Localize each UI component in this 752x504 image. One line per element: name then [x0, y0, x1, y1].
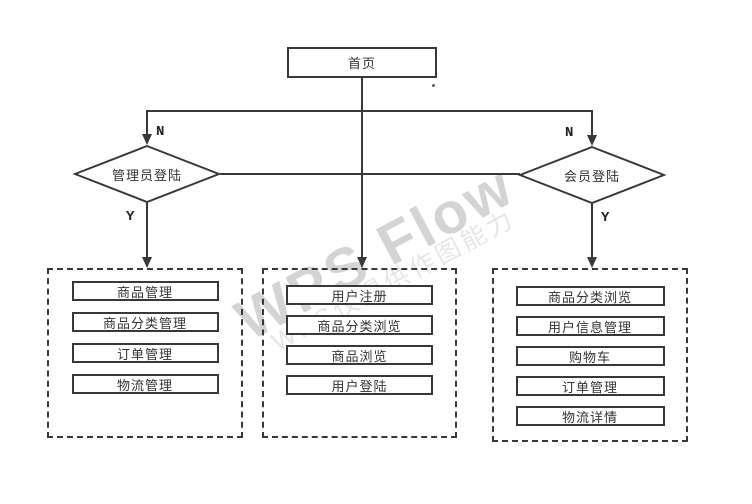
- group-member-functions[interactable]: 商品分类浏览 用户信息管理 购物车 订单管理 物流详情: [492, 268, 688, 442]
- connector-drop-right-diamond: [591, 110, 593, 137]
- branch-label-yes-left: Y: [126, 209, 135, 225]
- node-user-info-management[interactable]: 用户信息管理: [515, 316, 665, 336]
- node-order-management[interactable]: 订单管理: [71, 343, 219, 363]
- node-order-management-member[interactable]: 订单管理: [515, 376, 665, 396]
- decision-admin-login[interactable]: 管理员登陆: [73, 145, 221, 203]
- arrowhead-into-member-group: [587, 257, 597, 268]
- connector-drop-left-diamond: [146, 110, 148, 136]
- node-user-login[interactable]: 用户登陆: [286, 375, 433, 395]
- node-user-register[interactable]: 用户注册: [286, 285, 433, 305]
- connector-left-yes: [146, 202, 148, 259]
- group-guest-functions[interactable]: 用户注册 商品分类浏览 商品浏览 用户登陆: [262, 268, 457, 438]
- node-product-category-browse[interactable]: 商品分类浏览: [286, 315, 433, 335]
- connector-home-to-guest-group: [361, 78, 363, 259]
- arrowhead-into-left-diamond: [142, 134, 152, 145]
- connector-branch-horizontal: [146, 110, 593, 112]
- decision-label: 会员登陆: [563, 168, 620, 184]
- diamond-shape: [73, 145, 221, 203]
- node-product-browse[interactable]: 商品浏览: [286, 345, 433, 365]
- arrowhead-into-admin-group: [142, 257, 152, 268]
- branch-label-no-right: N: [565, 125, 574, 141]
- diamond-shape: [518, 146, 666, 204]
- group-admin-functions[interactable]: 商品管理 商品分类管理 订单管理 物流管理: [47, 268, 243, 438]
- node-product-management[interactable]: 商品管理: [71, 281, 219, 301]
- connector-right-yes: [591, 203, 593, 259]
- decision-label: 管理员登陆: [111, 167, 182, 183]
- connector-between-diamonds: [220, 173, 520, 175]
- node-product-category-management[interactable]: 商品分类管理: [71, 312, 219, 332]
- decision-member-login[interactable]: 会员登陆: [518, 146, 666, 204]
- branch-label-yes-right: Y: [601, 210, 610, 226]
- node-product-category-browse-member[interactable]: 商品分类浏览: [515, 286, 665, 306]
- branch-label-no-left: N: [156, 124, 165, 140]
- stray-dot: [432, 84, 435, 87]
- arrowhead-into-guest-group: [357, 257, 367, 268]
- arrowhead-into-right-diamond: [587, 135, 597, 146]
- node-logistics-management[interactable]: 物流管理: [71, 374, 219, 394]
- node-home[interactable]: 首页: [287, 47, 437, 78]
- node-logistics-detail[interactable]: 物流详情: [515, 406, 665, 426]
- node-shopping-cart[interactable]: 购物车: [515, 346, 665, 366]
